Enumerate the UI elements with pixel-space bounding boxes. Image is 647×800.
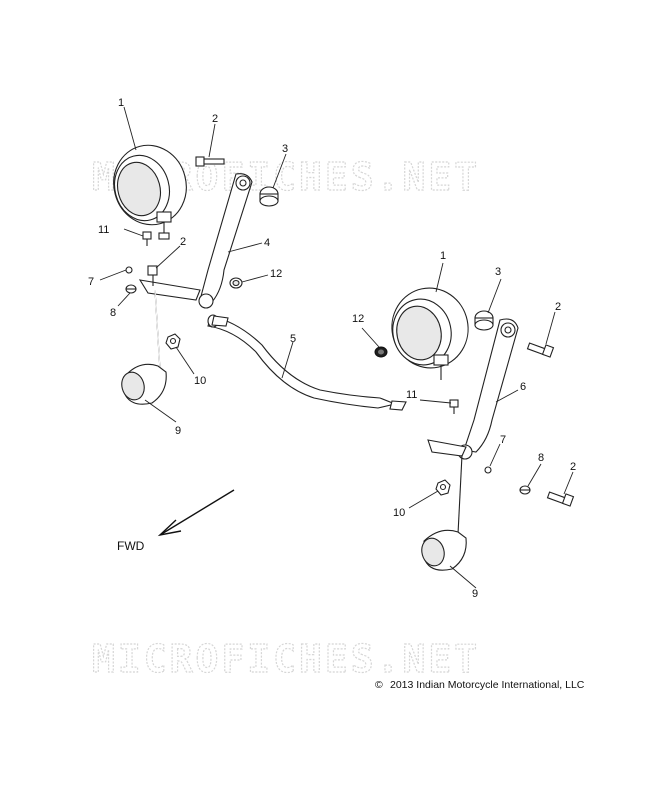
- watermark-bottom: MICROFICHES.NET: [92, 637, 480, 681]
- fwd-label: FWD: [117, 539, 145, 553]
- screw-right: [449, 399, 459, 414]
- nut-left: [125, 284, 137, 294]
- grommet-left: [229, 277, 243, 289]
- turn-signal-right: [421, 454, 467, 571]
- pin-left: [147, 265, 158, 286]
- crossbar: [207, 314, 407, 411]
- callout-9-right: 9: [472, 588, 478, 600]
- callout-11-right: 11: [406, 389, 417, 401]
- copyright-symbol: ©: [375, 679, 383, 691]
- copyright-text: 2013 Indian Motorcycle International, LL…: [390, 679, 585, 691]
- callout-8-right: 8: [538, 452, 544, 464]
- nut-10-right: [435, 479, 451, 496]
- bolt-right-bottom: [546, 491, 575, 507]
- callout-2-left-pin: 2: [180, 236, 186, 248]
- callout-3-left: 3: [282, 143, 288, 155]
- callout-1-right: 1: [440, 250, 446, 262]
- spacer-right: [474, 310, 494, 331]
- callout-12-right: 12: [352, 313, 364, 325]
- callout-12-left: 12: [270, 268, 282, 280]
- callout-1-left: 1: [118, 97, 124, 109]
- spacer-left: [259, 186, 279, 207]
- turn-signal-left: [121, 289, 167, 405]
- bolt-top: [195, 156, 225, 167]
- callout-2-right-top: 2: [555, 301, 561, 313]
- grommet-right: [374, 346, 388, 358]
- leader-lines: [99, 106, 574, 589]
- bolt-right-top: [526, 342, 555, 358]
- callout-6: 6: [520, 381, 526, 393]
- callout-7-left: 7: [88, 276, 94, 288]
- nut-10-left: [165, 333, 181, 350]
- callout-11-left: 11: [98, 224, 109, 236]
- bracket-arm-left: [138, 173, 253, 309]
- callout-5: 5: [290, 333, 296, 345]
- callout-4: 4: [264, 237, 270, 249]
- nut-right: [519, 485, 531, 495]
- forward-arrow: [157, 489, 235, 537]
- callout-7-right: 7: [500, 434, 506, 446]
- callout-8-left: 8: [110, 307, 116, 319]
- callout-2-right-bottom: 2: [570, 461, 576, 473]
- washer-left: [125, 266, 133, 274]
- callout-3-right: 3: [495, 266, 501, 278]
- callout-2-top: 2: [212, 113, 218, 125]
- headlamp-left: [113, 144, 187, 240]
- headlamp-right: [391, 287, 469, 380]
- screw-left: [142, 231, 152, 246]
- washer-right: [484, 466, 492, 474]
- callout-10-left: 10: [194, 375, 206, 387]
- callout-9-left: 9: [175, 425, 181, 437]
- callout-10-right: 10: [393, 507, 405, 519]
